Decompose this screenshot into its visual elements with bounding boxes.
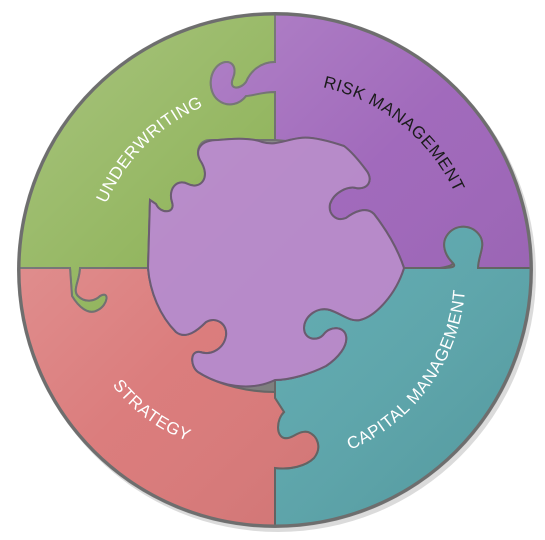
- rim-edge: [17, 12, 533, 528]
